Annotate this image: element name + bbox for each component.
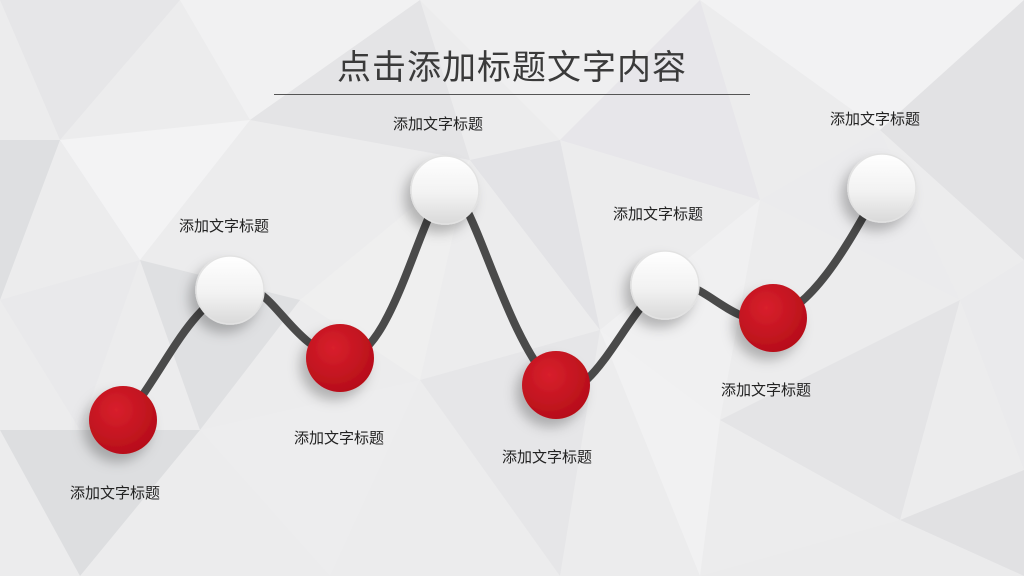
milestone-label-6: 添加文字标题 bbox=[613, 205, 704, 223]
milestone-node-7-red bbox=[739, 284, 807, 352]
milestone-label-3: 添加文字标题 bbox=[294, 429, 385, 447]
milestone-node-1-red bbox=[89, 386, 157, 454]
milestone-label-1: 添加文字标题 bbox=[70, 484, 161, 502]
milestone-node-5-red bbox=[522, 351, 590, 419]
milestone-label-5: 添加文字标题 bbox=[502, 448, 593, 466]
milestone-label-7: 添加文字标题 bbox=[721, 381, 812, 399]
milestone-node-2-white bbox=[195, 255, 265, 325]
milestone-node-6-white bbox=[630, 250, 700, 320]
title-divider bbox=[274, 94, 750, 95]
milestone-node-4-white bbox=[410, 155, 480, 225]
milestone-node-8-white bbox=[847, 153, 917, 223]
page-title: 点击添加标题文字内容 bbox=[337, 48, 687, 88]
milestone-label-8: 添加文字标题 bbox=[830, 110, 921, 128]
milestone-label-4: 添加文字标题 bbox=[393, 115, 484, 133]
milestone-label-2: 添加文字标题 bbox=[179, 217, 270, 235]
milestone-node-3-red bbox=[306, 324, 374, 392]
